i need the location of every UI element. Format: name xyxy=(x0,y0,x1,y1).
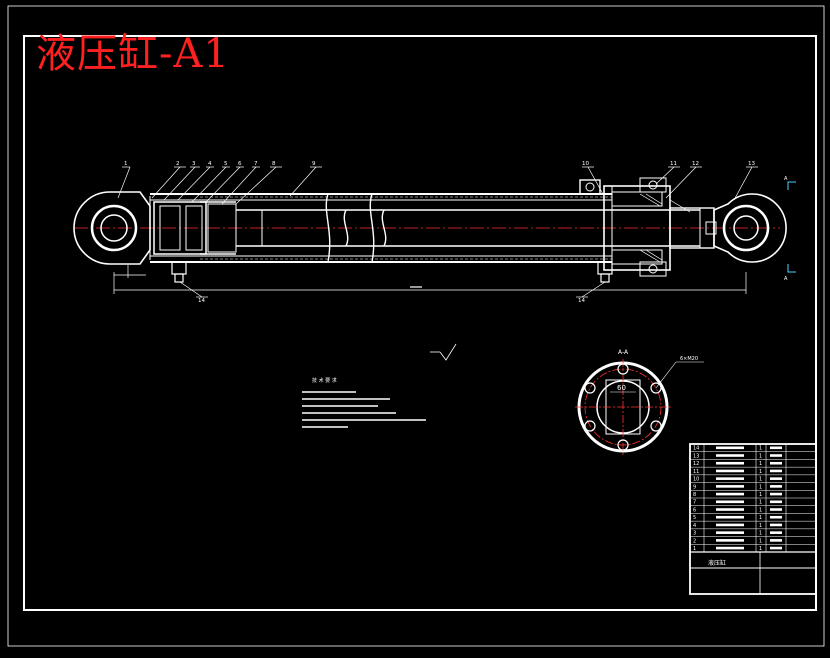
balloon-3: 3 xyxy=(192,161,196,167)
title-block-row-no: 13 xyxy=(693,453,699,459)
title-block-row-no: 7 xyxy=(693,500,696,506)
title-block-part-name: 液压缸 xyxy=(708,559,726,567)
left-clevis xyxy=(73,191,151,265)
title-block-row-qty: 1 xyxy=(759,461,762,467)
oil-ports xyxy=(171,261,613,283)
tech-notes: 技 术 要 求 xyxy=(302,377,426,428)
title-block-row-qty: 1 xyxy=(759,515,762,521)
outer-border xyxy=(7,5,825,647)
title-block-row-no: 12 xyxy=(693,461,699,467)
title-block-row-no: 9 xyxy=(693,484,696,490)
title-block-row-qty: 1 xyxy=(759,523,762,529)
title-block-row-material xyxy=(770,531,782,534)
section-dim: 60 xyxy=(617,384,626,392)
title-block-row-material xyxy=(770,454,782,457)
balloon-12: 12 xyxy=(692,161,699,167)
balloon-11: 11 xyxy=(670,161,677,167)
balloon-numbers: 1 2 3 4 5 6 7 8 9 10 11 12 13 14 14 xyxy=(124,161,755,304)
title-block-row-qty: 1 xyxy=(759,477,762,483)
gland-hatch xyxy=(639,193,691,263)
title-block-row-no: 14 xyxy=(693,446,699,452)
title-block-row-qty: 1 xyxy=(759,453,762,459)
drawing-title: 液压缸-A1 xyxy=(36,31,230,77)
balloon-9: 9 xyxy=(312,161,316,167)
title-block-row-name xyxy=(716,469,744,473)
balloon-14a: 14 xyxy=(198,298,205,304)
title-block-row-no: 5 xyxy=(693,515,696,521)
balloon-5: 5 xyxy=(224,161,228,167)
title-block-row-material xyxy=(770,446,782,450)
title-block-row-no: 1 xyxy=(693,546,696,552)
balloon-13: 13 xyxy=(748,161,755,167)
title-block-row-name xyxy=(716,446,744,450)
title-block-row-qty: 1 xyxy=(759,507,762,513)
title-block-row-material xyxy=(770,539,782,542)
title-block xyxy=(689,443,817,595)
title-block-row-material xyxy=(770,469,782,473)
balloon-6: 6 xyxy=(238,161,242,167)
title-block-row-no: 8 xyxy=(693,492,696,498)
title-block-row-qty: 1 xyxy=(759,446,762,452)
title-block-row-qty: 1 xyxy=(759,531,762,537)
title-block-row-no: 3 xyxy=(693,531,696,537)
title-block-row-name xyxy=(716,454,744,457)
title-block-row-name xyxy=(716,461,744,465)
title-block-row-no: 6 xyxy=(693,507,696,513)
title-block-row-no: 11 xyxy=(693,469,699,475)
view-mark-top: A xyxy=(784,176,788,182)
tech-notes-heading: 技 术 要 求 xyxy=(312,377,337,384)
title-block-row-qty: 1 xyxy=(759,538,762,544)
title-block-row-material xyxy=(770,546,782,550)
title-block-row-name xyxy=(716,539,744,542)
title-block-row-name xyxy=(716,477,744,480)
title-block-row-material xyxy=(770,515,782,519)
title-block-row-material xyxy=(770,523,782,527)
section-view-aa xyxy=(575,359,704,455)
title-block-row-name xyxy=(716,500,744,504)
title-block-row-name xyxy=(716,515,744,519)
leader-lines xyxy=(117,166,758,298)
title-block-row-qty: 1 xyxy=(759,484,762,490)
bolt-label: 6×M20 xyxy=(680,356,698,362)
title-block-row-no: 4 xyxy=(693,523,696,529)
title-block-row-qty: 1 xyxy=(759,492,762,498)
title-block-row-qty: 1 xyxy=(759,546,762,552)
title-block-row-name xyxy=(716,531,744,534)
title-block-row-name xyxy=(716,485,744,488)
title-block-row-name xyxy=(716,492,744,496)
title-block-row-name xyxy=(716,523,744,527)
title-block-row-no: 10 xyxy=(693,477,699,483)
balloon-8: 8 xyxy=(272,161,276,167)
section-markers xyxy=(787,181,796,273)
overall-dimension xyxy=(113,265,747,294)
title-block-row-name xyxy=(716,508,744,511)
title-block-row-name xyxy=(716,546,744,550)
inner-border xyxy=(23,35,817,611)
title-block-row-material xyxy=(770,500,782,504)
right-rod-eye xyxy=(705,193,787,263)
title-block-row-material xyxy=(770,492,782,496)
balloon-2: 2 xyxy=(176,161,180,167)
balloon-14b: 14 xyxy=(578,298,585,304)
break-lines xyxy=(325,193,387,263)
section-label: A-A xyxy=(618,349,629,356)
balloon-1: 1 xyxy=(124,161,128,167)
view-mark-bottom: A xyxy=(784,276,788,282)
title-block-row-qty: 1 xyxy=(759,500,762,506)
title-block-row-material xyxy=(770,477,782,480)
balloon-4: 4 xyxy=(208,161,212,167)
title-block-row-material xyxy=(770,485,782,488)
piston-rod xyxy=(236,209,700,247)
title-block-row-material xyxy=(770,508,782,511)
surface-finish-mark xyxy=(430,343,457,361)
title-block-row-no: 2 xyxy=(693,538,696,544)
title-block-row-material xyxy=(770,461,782,465)
balloon-10: 10 xyxy=(582,161,589,167)
cylinder-barrel xyxy=(150,193,612,263)
balloon-7: 7 xyxy=(254,161,258,167)
title-block-row-qty: 1 xyxy=(759,469,762,475)
